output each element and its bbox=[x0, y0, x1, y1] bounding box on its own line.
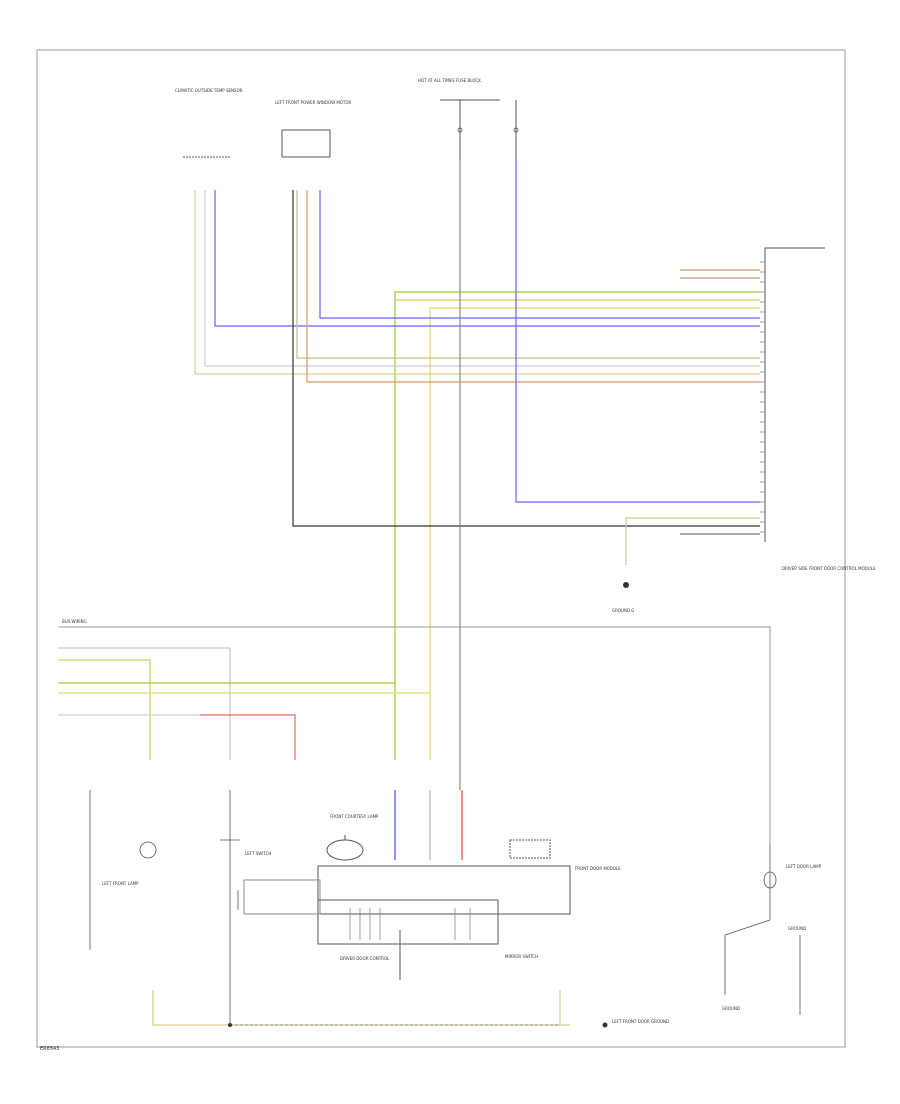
lower-wires bbox=[394, 790, 463, 860]
right-lamp-label: LEFT DOOR LAMP bbox=[786, 864, 822, 869]
bottom-left-label-1: LEFT FRONT LAMP bbox=[102, 881, 139, 886]
bus-wiring: BUS WIRING bbox=[58, 619, 771, 845]
footer-code: ER6543 bbox=[40, 1046, 59, 1052]
right-lamp bbox=[724, 845, 801, 1015]
top-wires bbox=[194, 160, 760, 790]
bottom-right-ground-label: GROUND bbox=[788, 926, 806, 931]
bottom-ground-right-label: LEFT FRONT DOOR GROUND bbox=[612, 1019, 669, 1024]
right-module-label: DRIVER SIDE FRONT DOOR CONTROL MODULE bbox=[782, 566, 876, 571]
bus-label: BUS WIRING bbox=[62, 619, 87, 624]
top-fuse-block: HOT AT ALL TIMES FUSE BLOCK bbox=[418, 78, 519, 160]
top-mid-module-label: LEFT FRONT POWER WINDOW MOTOR bbox=[275, 100, 352, 105]
top-left-module-label: CLIMATIC OUTSIDE TEMP SENSOR bbox=[175, 88, 243, 93]
bottom-switch-label: MIRROR SWITCH bbox=[505, 954, 538, 959]
ground-symbol: GROUND G bbox=[612, 582, 634, 613]
center-lamp-label: FRONT COURTESY LAMP bbox=[330, 814, 379, 819]
right-module-label-2: FRONT DOOR MODULE bbox=[575, 866, 621, 871]
top-fuse-block-label: HOT AT ALL TIMES FUSE BLOCK bbox=[418, 78, 481, 83]
ground-label: GROUND G bbox=[612, 608, 634, 613]
bottom-ground-bus bbox=[152, 990, 608, 1028]
right-ground-label: GROUND bbox=[722, 1006, 740, 1011]
diagram-frame bbox=[36, 49, 846, 1048]
bottom-left-components bbox=[89, 790, 240, 1025]
center-module-label: DRIVER DOOR CONTROL bbox=[340, 956, 390, 961]
top-mid-module: LEFT FRONT POWER WINDOW MOTOR bbox=[275, 100, 352, 158]
bottom-left-label-2: LEFT SWITCH bbox=[245, 851, 271, 856]
top-left-module: CLIMATIC OUTSIDE TEMP SENSOR bbox=[175, 88, 243, 158]
right-module: DRIVER SIDE FRONT DOOR CONTROL MODULE bbox=[760, 247, 876, 571]
central-module bbox=[243, 835, 571, 980]
